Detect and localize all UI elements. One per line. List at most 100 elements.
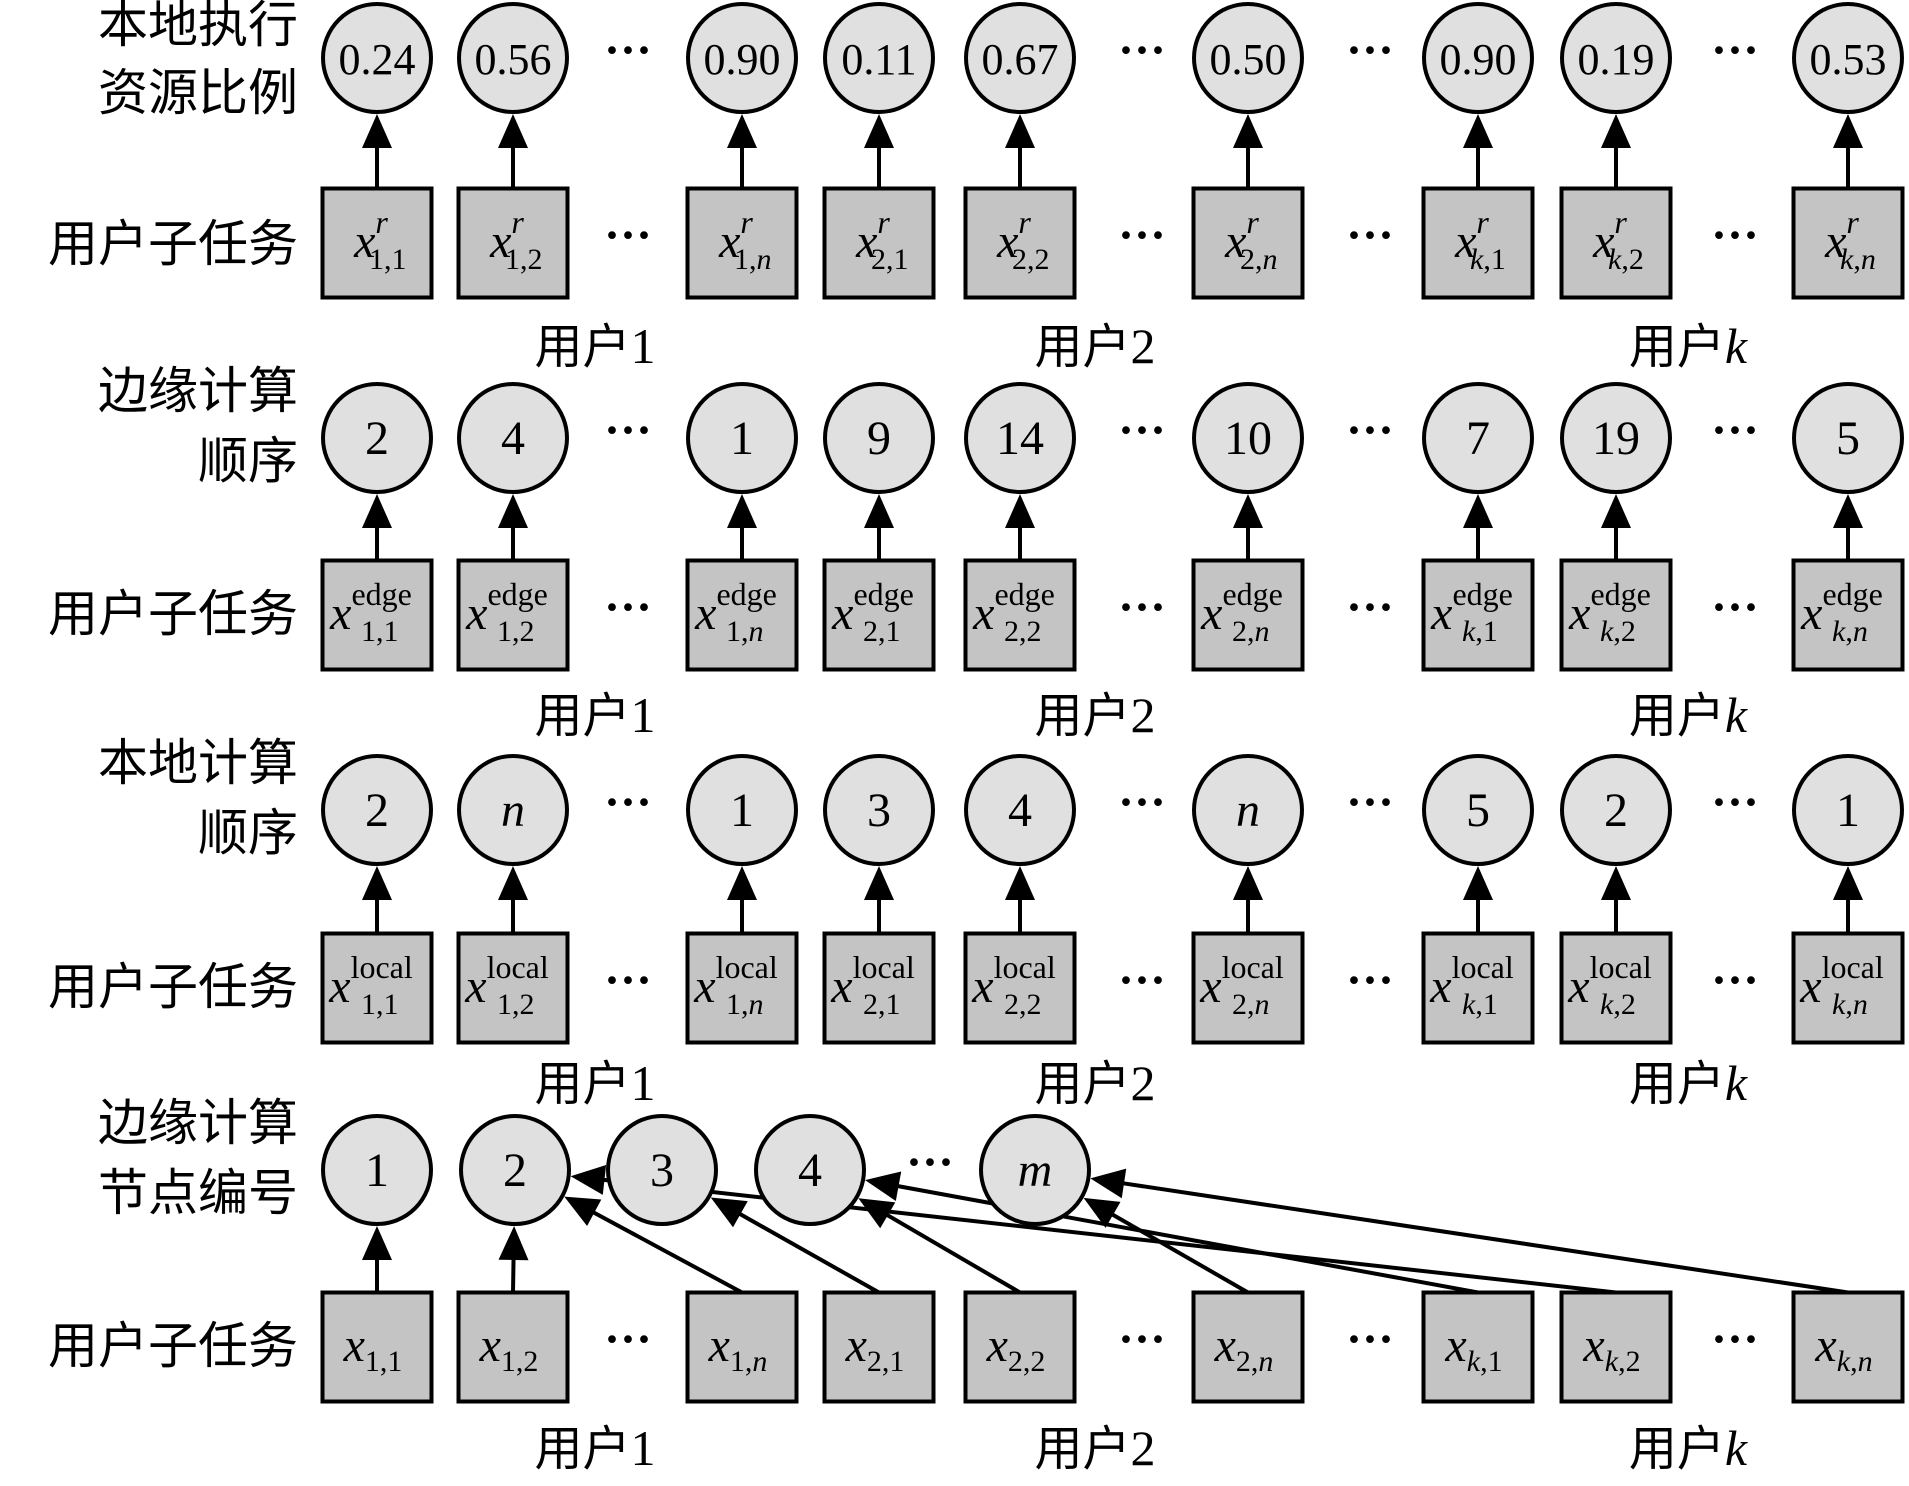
edge-order-task-var-4-sup: edge <box>853 576 913 612</box>
resource-ratio-task-var-3-sup: r <box>740 204 753 240</box>
local-order-task-box <box>1191 931 1305 1045</box>
local-order-arrow-4-head <box>864 866 894 900</box>
resource-ratio-value-text: 0.24 <box>339 35 416 84</box>
local-order-task-var-6-sup: local <box>1222 949 1284 985</box>
edge-order-arrow-1-head <box>362 494 392 528</box>
local-order-task-var-5-sup: local <box>994 949 1056 985</box>
resource-ratio-task-var-4-sup: r <box>877 204 890 240</box>
resource-ratio-value-text: 0.90 <box>704 35 781 84</box>
local-order-task-var-1: xlocal <box>328 949 413 1013</box>
mapping-arrow-8-head <box>570 1165 607 1195</box>
edge-order-value-text: 14 <box>996 412 1044 465</box>
local-order-task-var-7-sup: local <box>1452 949 1514 985</box>
resource-ratio-task-var-9: xr <box>1824 204 1859 268</box>
edge-order-task-var-2-sub: 1,2 <box>497 615 535 648</box>
resource-ratio-arrow-3-head <box>727 114 757 148</box>
resource-ratio-task-var-2: xr <box>489 204 524 268</box>
edge-node-label: 2 <box>503 1144 527 1197</box>
local-order-arrow-9-head <box>1833 866 1863 900</box>
local-order-arrow-2-head <box>498 866 528 900</box>
local-order-user-label-1: 用户1 <box>534 1055 655 1112</box>
mapping-arrow-2-line <box>511 1255 516 1293</box>
resource-ratio-circle-ellipsis-1: ··· <box>604 24 652 77</box>
local-order-task-var-9-sup: local <box>1822 949 1884 985</box>
node-section-task-var-2: x1,2 <box>479 1319 539 1378</box>
resource-ratio-value-circle <box>823 2 935 114</box>
mapping-arrow-6-line <box>1108 1211 1249 1295</box>
local-order-circle-ellipsis-2: ··· <box>1118 776 1166 829</box>
edge-order-task-box <box>1791 558 1905 672</box>
edge-order-value-circle <box>964 382 1076 494</box>
local-order-task-var-7-sub: k,1 <box>1462 988 1498 1021</box>
resource-ratio-value-text: 0.56 <box>475 35 552 84</box>
resource-ratio-arrow-1-head <box>362 114 392 148</box>
edge-order-arrow-2-head <box>498 494 528 528</box>
edge-order-task-box <box>320 558 434 672</box>
edge-order-arrow-8-head <box>1601 494 1631 528</box>
resource-ratio-task-label: 用户子任务 <box>48 215 298 273</box>
local-order-box-ellipsis-2: ··· <box>1118 954 1166 1007</box>
local-order-arrow-6-head <box>1233 866 1263 900</box>
resource-ratio-user-label-2: 用户2 <box>1034 318 1155 375</box>
resource-ratio-task-var-3-sub: 1,n <box>734 243 772 276</box>
local-order-value-circle <box>1792 754 1904 866</box>
resource-ratio-arrow-5-head <box>1005 114 1035 148</box>
edge-order-task-var-6: xedge <box>1200 576 1283 640</box>
node-section-box-ellipsis-4: ··· <box>1711 1313 1759 1366</box>
resource-ratio-value-circle <box>686 2 798 114</box>
resource-ratio-task-var-5-sup: r <box>1018 204 1031 240</box>
mapping-arrow-6-head <box>1083 1197 1121 1228</box>
local-order-task-var-5-sub: 2,2 <box>1004 988 1042 1021</box>
edge-order-value-circle <box>1792 382 1904 494</box>
node-section-task-box <box>963 1290 1077 1404</box>
node-section-task-label: 用户子任务 <box>48 1317 298 1375</box>
resource-ratio-circle-ellipsis-4: ··· <box>1711 24 1759 77</box>
local-order-title-line-2: 顺序 <box>198 804 298 862</box>
local-order-task-var-4-sub: 2,1 <box>863 988 901 1021</box>
resource-ratio-box-ellipsis-3: ··· <box>1346 209 1394 262</box>
edge-order-arrow-4-head <box>864 494 894 528</box>
local-order-task-var-4: xlocal <box>830 949 915 1013</box>
edge-order-circle-ellipsis-1: ··· <box>604 404 652 457</box>
node-section-task-box <box>1791 1290 1905 1404</box>
resource-ratio-task-var-1-sup: r <box>375 204 388 240</box>
local-order-task-var-7: xlocal <box>1429 949 1514 1013</box>
edge-order-user-label-3: 用户k <box>1629 687 1748 744</box>
resource-ratio-title-line-1: 本地执行 <box>98 0 298 54</box>
local-order-value-text: 2 <box>1604 784 1628 837</box>
local-order-task-var-3-sup: local <box>716 949 778 985</box>
resource-ratio-box-ellipsis-2: ··· <box>1118 209 1166 262</box>
edge-order-value-circle <box>1192 382 1304 494</box>
resource-ratio-task-box <box>1791 186 1905 300</box>
edge-node-circle <box>459 1114 571 1226</box>
local-order-task-box <box>1559 931 1673 1045</box>
resource-ratio-value-text: 0.11 <box>841 35 916 84</box>
local-order-box-ellipsis-4: ··· <box>1711 954 1759 1007</box>
local-order-user-label-2: 用户2 <box>1034 1055 1155 1112</box>
mapping-arrow-7-head <box>865 1171 902 1201</box>
node-section-user-label-2: 用户2 <box>1034 1420 1155 1477</box>
resource-ratio-value-circle <box>964 2 1076 114</box>
node-section-task-box <box>456 1290 570 1404</box>
resource-ratio-arrow-8-head <box>1601 114 1631 148</box>
edge-order-task-var-5-sub: 2,2 <box>1004 615 1042 648</box>
edge-order-task-var-2: xedge <box>465 576 548 640</box>
edge-order-value-circle <box>457 382 569 494</box>
resource-ratio-task-var-7: xr <box>1454 204 1489 268</box>
node-section-box-ellipsis-2: ··· <box>1118 1313 1166 1366</box>
resource-ratio-user-label-3: 用户k <box>1629 318 1748 375</box>
edge-order-value-text: 1 <box>730 412 754 465</box>
mapping-arrow-4-head <box>710 1197 748 1228</box>
local-order-value-text: n <box>1236 784 1260 837</box>
edge-order-task-var-3: xedge <box>694 576 777 640</box>
resource-ratio-arrow-6-head <box>1233 114 1263 148</box>
edge-order-task-var-5-sup: edge <box>994 576 1054 612</box>
mapping-arrow-9-head <box>1090 1168 1127 1199</box>
local-order-task-var-5: xlocal <box>971 949 1056 1013</box>
edge-order-value-circle <box>686 382 798 494</box>
local-order-task-var-3: xlocal <box>693 949 778 1013</box>
local-order-value-circle <box>1192 754 1304 866</box>
local-order-task-var-2-sub: 1,2 <box>497 988 535 1021</box>
mapping-arrow-3-line <box>589 1209 743 1295</box>
local-order-value-text: 2 <box>365 784 389 837</box>
